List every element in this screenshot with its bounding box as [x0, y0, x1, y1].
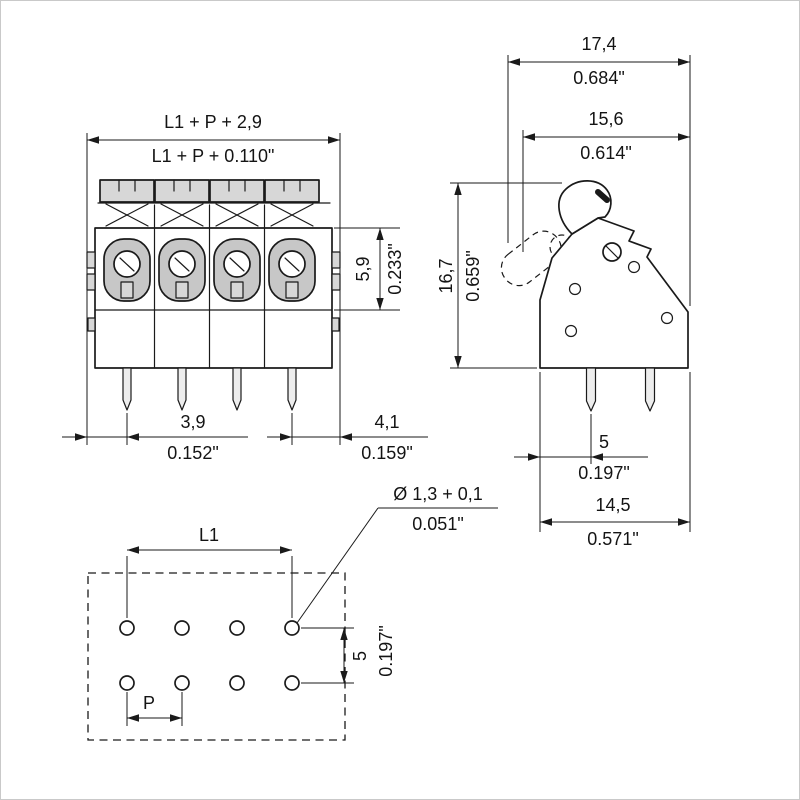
drill-hole [174, 620, 190, 636]
lever-brace [270, 203, 314, 227]
dim-label-mm: Ø 1,3 + 0,1 [393, 484, 483, 504]
pole-unit [264, 179, 320, 411]
housing-hole [627, 260, 641, 274]
dim-label-mm: 15,6 [588, 109, 623, 129]
dim-front-height: 5,9 0.233" [334, 227, 405, 311]
drill-hole [284, 620, 300, 636]
pole-unit [99, 179, 155, 411]
clamp-detail [119, 257, 135, 272]
dim-side-total-width: 17,4 0.684" [507, 34, 691, 306]
side-tab [331, 273, 341, 291]
actuation-lever-cap [209, 179, 265, 203]
drill-hole [119, 620, 135, 636]
solder-pin [287, 367, 297, 411]
side-tab [331, 251, 341, 269]
dim-label-mm: 16,7 [436, 258, 456, 293]
front-view: L1 + P + 2,9 L1 + P + 0.110" 5,9 0.233" … [62, 112, 428, 463]
lever-brace [215, 203, 259, 227]
clamp-detail [174, 257, 190, 272]
lever-brace [160, 203, 204, 227]
pivot-slot [605, 245, 619, 259]
drill-hole [229, 620, 245, 636]
side-tab [86, 273, 96, 291]
dim-label-mm: 4,1 [374, 412, 399, 432]
drill-hole [174, 675, 190, 691]
side-housing-body [539, 217, 689, 369]
dim-label-inch: 0.614" [580, 143, 631, 163]
side-tab [86, 251, 96, 269]
dim-footprint-row-spacing: 5 0.197" [301, 625, 396, 684]
footprint-view: L1 5 0.197" P Ø 1,3 + 0,1 0.051" [87, 484, 498, 741]
side-view: 17,4 0.684" 15,6 0.614" 16,7 0.659" 5 0. [436, 34, 691, 549]
side-tab [87, 317, 96, 332]
solder-pin [644, 367, 656, 412]
clamp-slot [285, 281, 299, 299]
dim-label-mm: 3,9 [180, 412, 205, 432]
dim-label: P [143, 693, 155, 713]
actuation-lever-cap [264, 179, 320, 203]
dim-side-height: 16,7 0.659" [436, 182, 562, 369]
dim-label-mm: 14,5 [595, 495, 630, 515]
dim-side-pin-offset: 5 0.197" [514, 372, 648, 532]
actuation-lever-cap [99, 179, 155, 203]
dim-front-right-pin-offset: 4,1 0.159" [267, 412, 428, 463]
dim-label-mm: 5,9 [353, 256, 373, 281]
drill-hole [119, 675, 135, 691]
actuation-lever-cap [154, 179, 210, 203]
housing-hole [568, 282, 582, 296]
drill-hole [284, 675, 300, 691]
dim-label-inch: 0.197" [578, 463, 629, 483]
dim-label-inch: 0.197" [376, 625, 396, 676]
dim-label: L1 [199, 525, 219, 545]
clamp-slot [120, 281, 134, 299]
dim-label-mm: 5 [599, 432, 609, 452]
drill-hole [229, 675, 245, 691]
dim-label-mm: 5 [350, 651, 370, 661]
housing-hole [564, 324, 578, 338]
dim-label-inch: 0.233" [385, 243, 405, 294]
dim-footprint-l1: L1 [126, 525, 293, 618]
clamp-detail [229, 257, 245, 272]
leader-line [296, 507, 379, 624]
dim-front-left-pin-offset: 3,9 0.152" [62, 412, 248, 463]
dim-label-inch: 0.051" [412, 514, 463, 534]
dim-label-mm: L1 + P + 2,9 [164, 112, 262, 132]
dim-front-overall-width: L1 + P + 2,9 L1 + P + 0.110" [86, 112, 341, 445]
dim-side-depth: 14,5 0.571" [540, 372, 691, 549]
pole-unit [154, 179, 210, 411]
dim-label-inch: 0.152" [167, 443, 218, 463]
solder-pin [585, 367, 597, 412]
pole-unit [209, 179, 265, 411]
solder-pin [232, 367, 242, 411]
side-tab [331, 317, 340, 332]
clamp-slot [230, 281, 244, 299]
dim-label-mm: 17,4 [581, 34, 616, 54]
solder-pin [122, 367, 132, 411]
dim-label-inch: 0.571" [587, 529, 638, 549]
lever-open-position-dashed [500, 230, 562, 287]
dim-label-inch: L1 + P + 0.110" [152, 146, 275, 166]
clamp-slot [175, 281, 189, 299]
dim-label-inch: 0.684" [573, 68, 624, 88]
dim-footprint-hole-diameter: Ø 1,3 + 0,1 0.051" [296, 484, 498, 624]
dim-label-inch: 0.159" [361, 443, 412, 463]
dim-footprint-pitch: P [126, 692, 183, 726]
lever-brace [105, 203, 149, 227]
solder-pin [177, 367, 187, 411]
dim-label-inch: 0.659" [463, 250, 483, 301]
housing-hole [660, 311, 674, 325]
clamp-detail [284, 257, 300, 272]
dim-side-body-width: 15,6 0.614" [522, 109, 690, 252]
lever-latch-mark [595, 189, 610, 203]
